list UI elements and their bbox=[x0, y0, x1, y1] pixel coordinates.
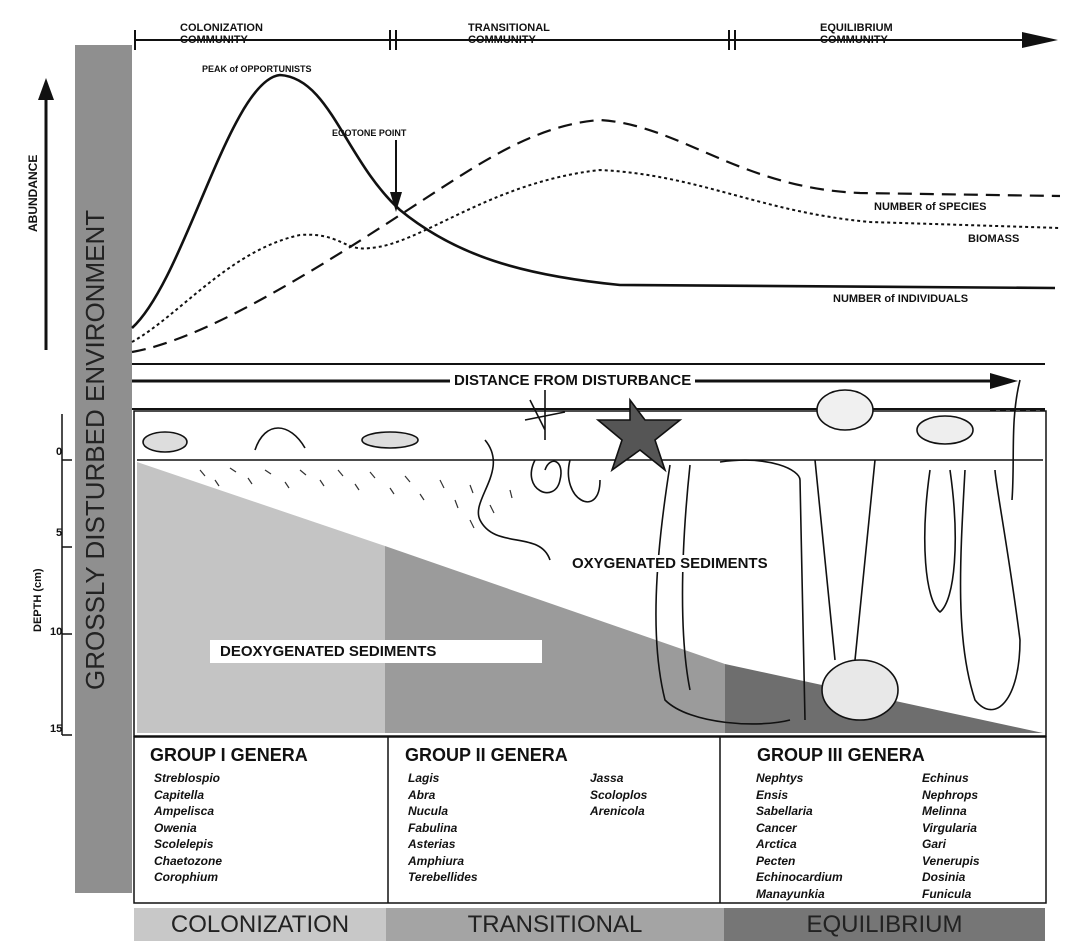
genus-item: Terebellides bbox=[408, 869, 478, 886]
genus-item: Nephrops bbox=[922, 787, 980, 804]
genus-item: Corophium bbox=[154, 869, 222, 886]
genus-item: Sabellaria bbox=[756, 803, 843, 820]
genus-item: Jassa bbox=[590, 770, 647, 787]
genus-item: Scoloplos bbox=[590, 787, 647, 804]
ecotone-label: ECOTONE POINT bbox=[332, 128, 406, 138]
genus-item: Chaetozone bbox=[154, 853, 222, 870]
phase-label-colonization: COLONIZATION COMMUNITY bbox=[180, 22, 263, 46]
distance-label: DISTANCE FROM DISTURBANCE bbox=[450, 372, 695, 389]
genus-item: Echinocardium bbox=[756, 869, 843, 886]
genus-item: Amphiura bbox=[408, 853, 478, 870]
genus-item: Pecten bbox=[756, 853, 843, 870]
genus-item: Gari bbox=[922, 836, 980, 853]
abundance-arrow-head bbox=[38, 78, 54, 100]
group-2-title: GROUP II GENERA bbox=[405, 745, 568, 766]
genus-item: Echinus bbox=[922, 770, 980, 787]
depth-tick-10: 10 bbox=[50, 626, 62, 638]
group-3-title: GROUP III GENERA bbox=[757, 745, 925, 766]
oxygenated-label: OXYGENATED SEDIMENTS bbox=[570, 555, 770, 572]
phase-label-transitional: TRANSITIONAL COMMUNITY bbox=[468, 22, 550, 46]
genus-item: Lagis bbox=[408, 770, 478, 787]
distance-arrow-head bbox=[990, 373, 1018, 389]
phase-label-equilibrium: EQUILIBRIUM COMMUNITY bbox=[820, 22, 893, 46]
genus-item: Streblospio bbox=[154, 770, 222, 787]
species-curve bbox=[132, 120, 1060, 352]
individuals-label: NUMBER of INDIVIDUALS bbox=[833, 293, 968, 305]
genus-item: Ampelisca bbox=[154, 803, 222, 820]
genus-item: Dosinia bbox=[922, 869, 980, 886]
depth-tick-15: 15 bbox=[50, 723, 62, 735]
footer-equilibrium: EQUILIBRIUM bbox=[724, 908, 1045, 941]
peak-label: PEAK of OPPORTUNISTS bbox=[202, 64, 312, 74]
depth-ticks bbox=[62, 414, 72, 735]
abundance-label: ABUNDANCE bbox=[26, 155, 40, 232]
deoxygenated-label: DEOXYGENATED SEDIMENTS bbox=[210, 640, 542, 663]
genus-item: Fabulina bbox=[408, 820, 478, 837]
biomass-label: BIOMASS bbox=[968, 233, 1019, 245]
genus-item: Virgularia bbox=[922, 820, 980, 837]
genus-item: Arctica bbox=[756, 836, 843, 853]
genus-item: Venerupis bbox=[922, 853, 980, 870]
environment-label: GROSSLY DISTURBED ENVIRONMENT bbox=[80, 210, 111, 690]
depth-tick-5: 5 bbox=[56, 527, 62, 539]
genus-item: Capitella bbox=[154, 787, 222, 804]
footer-colonization: COLONIZATION bbox=[134, 908, 386, 941]
genus-item: Arenicola bbox=[590, 803, 647, 820]
genus-item: Nephtys bbox=[756, 770, 843, 787]
genus-item: Scolelepis bbox=[154, 836, 222, 853]
depth-tick-0: 0 bbox=[56, 446, 62, 458]
genus-item: Asterias bbox=[408, 836, 478, 853]
genus-item: Nucula bbox=[408, 803, 478, 820]
group-1-title: GROUP I GENERA bbox=[150, 745, 308, 766]
depth-axis-label: DEPTH (cm) bbox=[32, 568, 44, 632]
genus-item: Owenia bbox=[154, 820, 222, 837]
biomass-curve bbox=[132, 170, 1060, 342]
footer-transitional: TRANSITIONAL bbox=[386, 908, 724, 941]
genus-item: Abra bbox=[408, 787, 478, 804]
genus-item: Ensis bbox=[756, 787, 843, 804]
phase-ruler-arrow bbox=[1022, 32, 1058, 48]
genus-item: Melinna bbox=[922, 803, 980, 820]
genus-item: Funicula bbox=[922, 886, 980, 903]
genus-item: Cancer bbox=[756, 820, 843, 837]
genus-item: Manayunkia bbox=[756, 886, 843, 903]
species-label: NUMBER of SPECIES bbox=[874, 201, 986, 213]
phase-ruler bbox=[135, 30, 1040, 50]
